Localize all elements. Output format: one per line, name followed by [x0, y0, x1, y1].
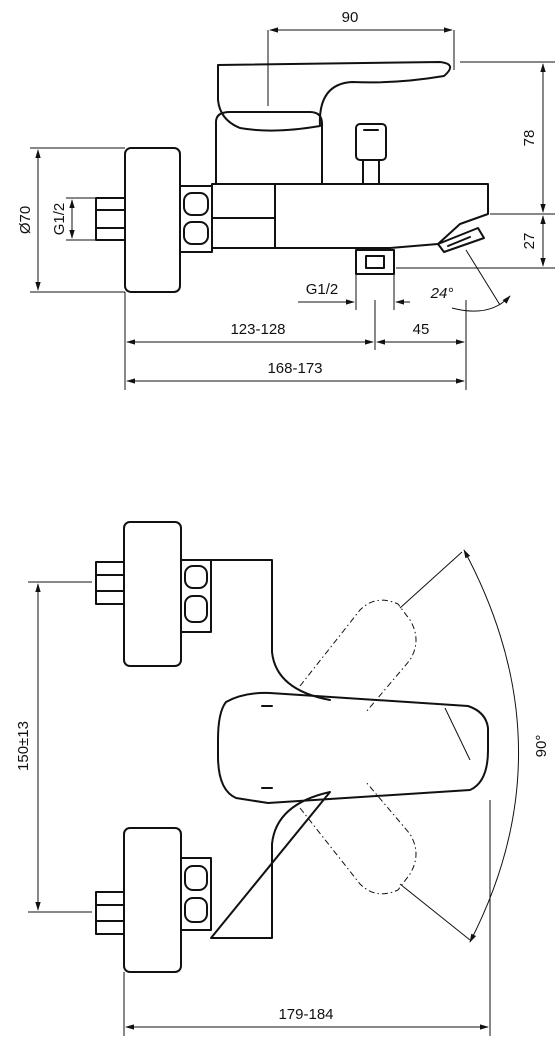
front-view: 90° 150±13 179-184	[15, 521, 550, 1036]
dim-width-top: 90	[342, 9, 359, 26]
outlet-thread	[355, 249, 395, 275]
mixer-body-front	[210, 559, 331, 939]
dim-spout-height: 27	[521, 233, 538, 250]
rosette-top	[123, 521, 182, 667]
side-view: 90 78 27 Ø70 G1/2 G1/2 24°	[17, 9, 555, 390]
dim-rotation: 90°	[533, 735, 550, 758]
lever-rotated-down	[299, 781, 417, 895]
dim-angle: 24°	[430, 285, 454, 302]
dim-total-depth-front: 179-184	[278, 1006, 333, 1023]
spout	[274, 183, 489, 249]
mixer-body-side	[211, 183, 276, 249]
dim-center-distance: 150±13	[15, 721, 32, 771]
dim-inlet-to-outlet: 123-128	[230, 321, 285, 338]
lever-side	[217, 61, 451, 132]
dim-diameter: Ø70	[17, 206, 34, 234]
rosette-side	[124, 147, 181, 293]
rosette-bottom	[123, 827, 182, 973]
spout-tip	[437, 227, 485, 253]
hex-nut-bottom	[180, 857, 212, 931]
lever-front	[217, 691, 489, 804]
lever-rotated-up	[299, 599, 417, 713]
dim-thread-inlet: G1/2	[51, 203, 68, 236]
hex-nut-top	[180, 559, 212, 633]
lever-stem	[215, 111, 323, 185]
dim-outlet-to-spout: 45	[413, 321, 430, 338]
inlet-pipe-side	[95, 197, 126, 241]
dim-thread-outlet: G1/2	[306, 281, 339, 298]
dim-lever-height: 78	[521, 130, 538, 147]
dim-total-depth-side: 168-173	[267, 360, 322, 377]
